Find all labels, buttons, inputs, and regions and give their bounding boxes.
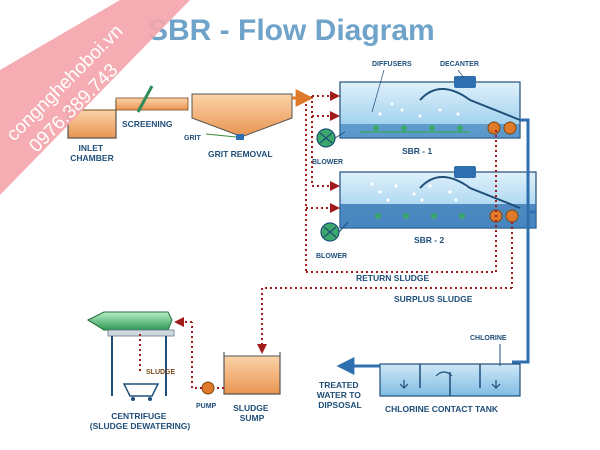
diagram-title: SBR - Flow Diagram bbox=[148, 14, 435, 47]
decanter-label: DECANTER bbox=[440, 61, 479, 68]
pump-label: PUMP bbox=[196, 403, 217, 410]
surplus-sludge-label: SURPLUS SLUDGE bbox=[394, 294, 473, 304]
decanter-unit-2 bbox=[454, 166, 476, 178]
chlorine-contact-tank bbox=[379, 363, 521, 397]
blower-1-icon bbox=[316, 128, 336, 148]
inlet-chamber-label: INLET CHAMBER bbox=[70, 143, 113, 163]
pump-icon bbox=[201, 381, 215, 395]
sbr2-label: SBR - 2 bbox=[414, 235, 445, 245]
screening-channel bbox=[115, 85, 189, 113]
sludge-sump-tank bbox=[223, 352, 281, 395]
sludge-sump-label: SLUDGE SUMP bbox=[233, 403, 271, 423]
blower-2-icon bbox=[320, 222, 340, 242]
treated-water-label: TREATED WATER TO DIPSOSAL bbox=[317, 380, 363, 410]
chlorine-contact-tank-label: CHLORINE CONTACT TANK bbox=[385, 404, 499, 414]
decanter-arm bbox=[419, 88, 521, 121]
chlorine-label: CHLORINE bbox=[470, 335, 507, 342]
sbr2-tank bbox=[339, 166, 537, 229]
blower-2-label: BLOWER bbox=[316, 253, 347, 260]
screen-bar bbox=[136, 85, 154, 113]
sludge-label: SLUDGE bbox=[146, 369, 176, 376]
grit-removal-tank bbox=[191, 93, 293, 140]
decanter-arm-2 bbox=[419, 176, 521, 209]
surplus-sludge-line bbox=[257, 222, 513, 354]
return-sludge-line bbox=[306, 130, 497, 273]
return-sludge-label: RETURN SLUDGE bbox=[356, 273, 430, 283]
feed-lines bbox=[305, 91, 340, 272]
screening-label: SCREENING bbox=[122, 119, 173, 129]
decanter-unit bbox=[454, 76, 476, 88]
sump-to-centrifuge-line bbox=[174, 317, 224, 389]
grit-removal-label: GRIT REMOVAL bbox=[208, 149, 273, 159]
sbr1-label: SBR - 1 bbox=[402, 146, 433, 156]
grit-label: GRIT bbox=[184, 135, 201, 142]
treated-water-pipe bbox=[512, 118, 536, 364]
blower-1-label: BLOWER bbox=[312, 159, 343, 166]
sludge-cart-icon bbox=[122, 383, 160, 401]
diffusers-label: DIFFUSERS bbox=[372, 61, 412, 68]
sbr1-tank bbox=[339, 76, 521, 139]
centrifuge-label: CENTRIFUGE (SLUDGE DEWATERING) bbox=[90, 411, 191, 431]
